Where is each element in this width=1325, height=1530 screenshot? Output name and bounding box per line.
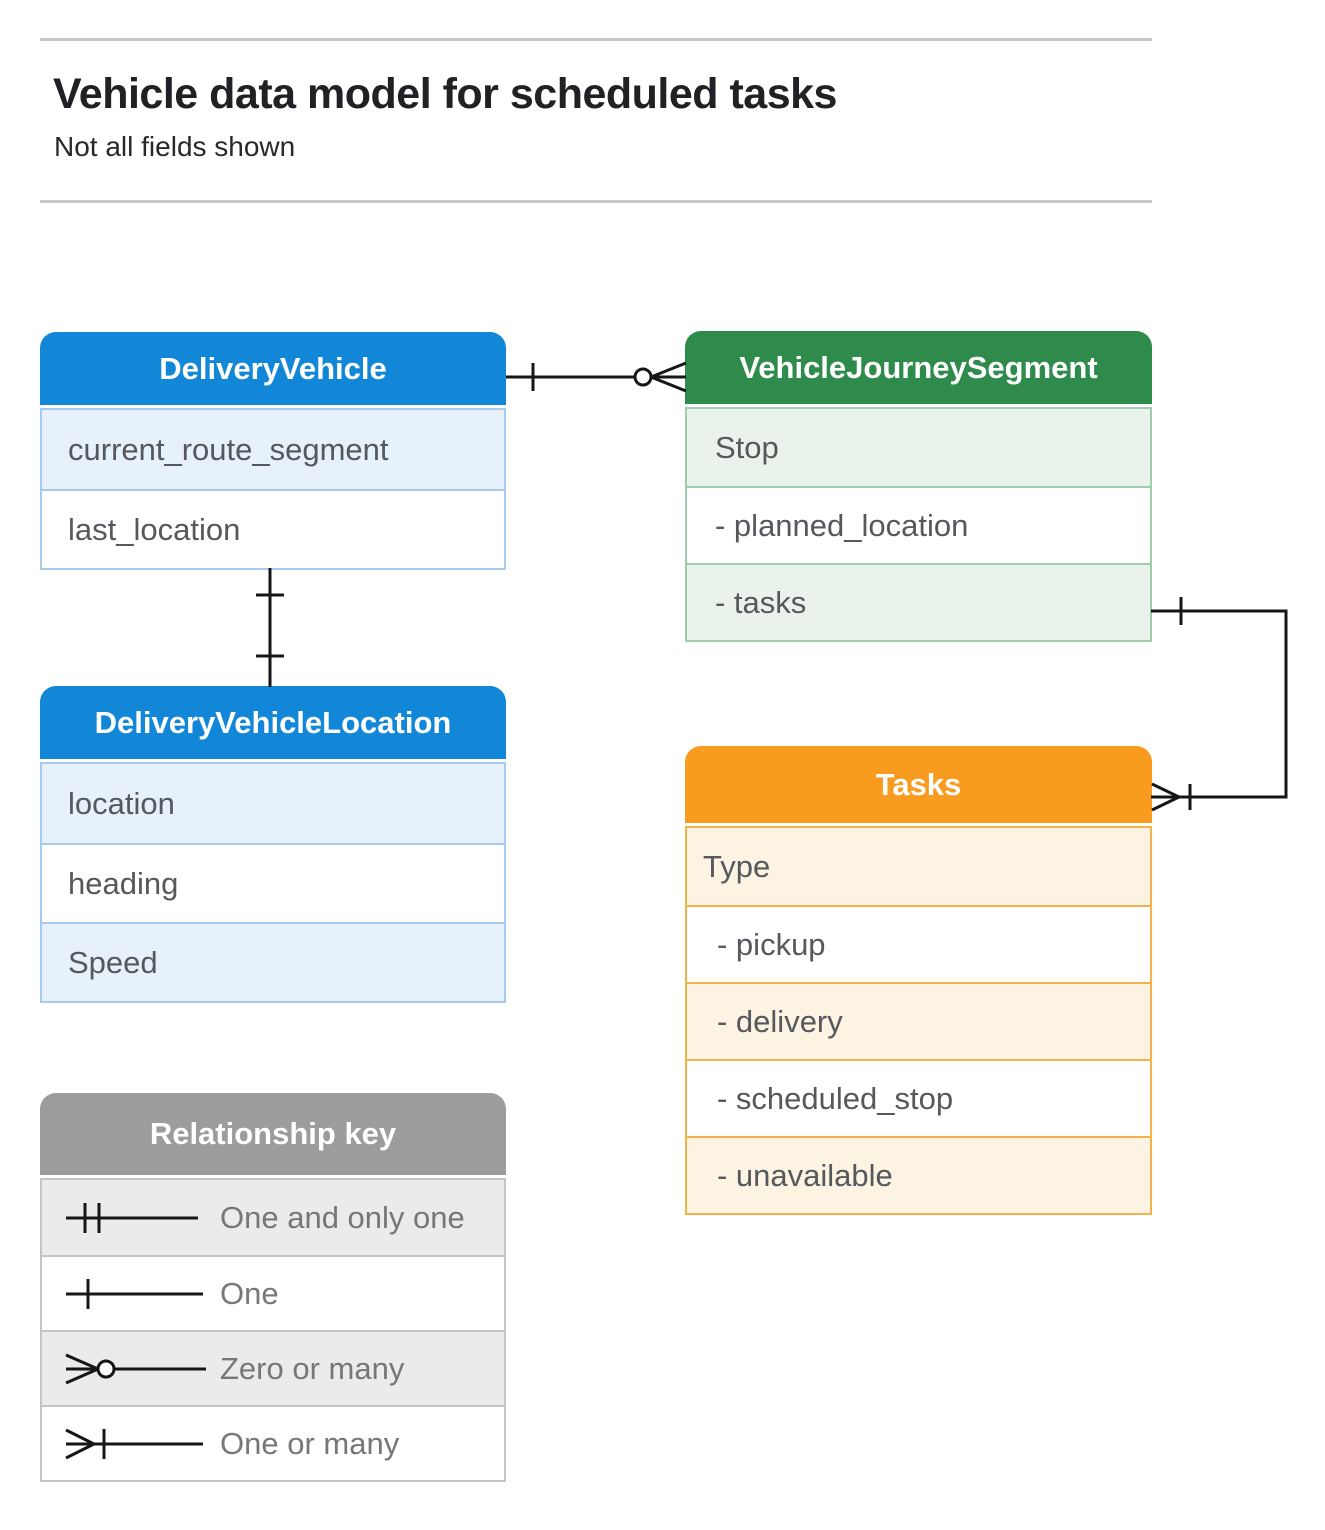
key-row-label: One or many [220, 1425, 400, 1461]
entity-row: - planned_location [687, 486, 1150, 563]
zero-or-many-icon [65, 1353, 206, 1384]
key-row: One or many [42, 1405, 504, 1480]
key-row-label: One and only one [220, 1199, 465, 1235]
entity-row: - delivery [687, 982, 1150, 1059]
relationship-key-header: Relationship key [40, 1093, 506, 1175]
connector-deliveryvehicle-deliveryvehiclelocation [256, 568, 284, 687]
entity-header: VehicleJourneySegment [685, 331, 1152, 404]
entity-row: - unavailable [687, 1136, 1150, 1213]
key-row: One and only one [42, 1180, 504, 1255]
entity-row: - tasks [687, 563, 1150, 640]
entity-tasks: Tasks Type - pickup - delivery - schedul… [685, 746, 1152, 1215]
entity-vehicle-journey-segment: VehicleJourneySegment Stop - planned_loc… [685, 331, 1152, 642]
key-row: One [42, 1255, 504, 1330]
key-row-label: Zero or many [220, 1350, 405, 1386]
connector-vehiclejourneysegment-tasks [1151, 597, 1288, 812]
entity-row: - pickup [687, 905, 1150, 982]
entity-row: - scheduled_stop [687, 1059, 1150, 1136]
entity-body: Stop - planned_location - tasks [685, 407, 1152, 642]
zero-circle [633, 367, 653, 387]
bottom-divider [40, 200, 1152, 203]
relationship-key-body: One and only one One Zero or many [40, 1178, 506, 1482]
one-or-many-icon [65, 1428, 203, 1459]
entity-delivery-vehicle-location: DeliveryVehicleLocation location heading… [40, 686, 506, 1003]
entity-row: heading [42, 843, 504, 922]
key-row-label: One [220, 1275, 279, 1311]
entity-header: DeliveryVehicleLocation [40, 686, 506, 759]
entity-body: location heading Speed [40, 762, 506, 1003]
top-divider [40, 38, 1152, 41]
connector-deliveryvehicle-vehiclejourneysegment [506, 361, 687, 393]
entity-row: last_location [42, 489, 504, 568]
entity-delivery-vehicle: DeliveryVehicle current_route_segment la… [40, 332, 506, 570]
entity-row: Stop [687, 409, 1150, 486]
many-foot [650, 361, 687, 379]
relationship-key: Relationship key One and only one One [40, 1093, 506, 1482]
entity-row: Speed [42, 922, 504, 1001]
entity-body: current_route_segment last_location [40, 408, 506, 570]
entity-header: DeliveryVehicle [40, 332, 506, 405]
entity-row: current_route_segment [42, 410, 504, 489]
many-foot [1151, 782, 1180, 799]
page-title: Vehicle data model for scheduled tasks [53, 70, 837, 118]
key-row: Zero or many [42, 1330, 504, 1405]
entity-row: location [42, 764, 504, 843]
one-and-only-one-icon [66, 1202, 198, 1233]
many-foot [650, 375, 687, 393]
entity-header: Tasks [685, 746, 1152, 823]
entity-row: Type [687, 828, 1150, 905]
entity-body: Type - pickup - delivery - scheduled_sto… [685, 826, 1152, 1215]
one-icon [66, 1278, 203, 1309]
many-foot [1151, 795, 1180, 812]
page-subtitle: Not all fields shown [54, 131, 296, 162]
